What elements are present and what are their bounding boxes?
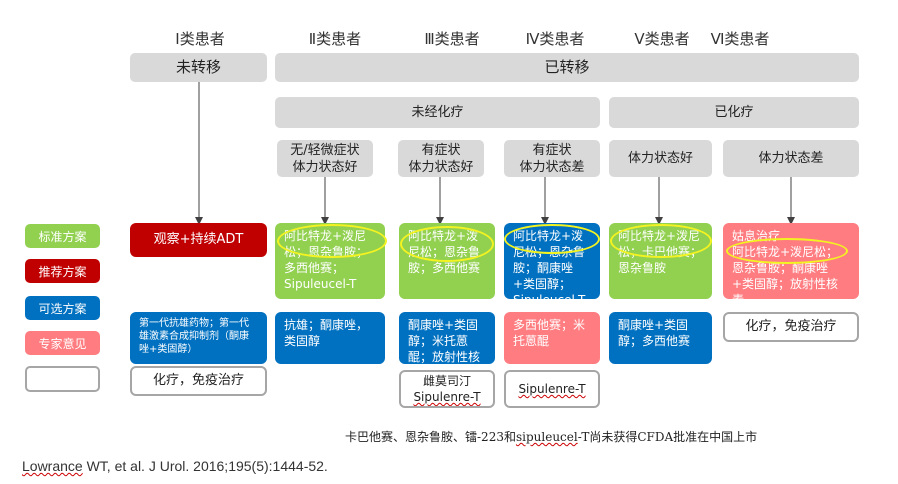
- treatment-observe-adt: 观察+持续ADT: [130, 223, 267, 257]
- highlight-ellipse: [400, 226, 494, 262]
- node-asymptomatic-good: 无/轻微症状 体力状态好: [277, 140, 373, 177]
- not-recommended-class3: 雌莫司汀 Sipulenre-T: [399, 370, 495, 408]
- note-suffix: -T尚未获得CFDA批准在中国上市: [577, 430, 758, 444]
- not-recommended-class6: 化疗，免疫治疗: [723, 312, 859, 342]
- legend-not-recommended: 不推荐: [25, 366, 100, 392]
- node-line: 有症状: [532, 142, 572, 158]
- node-chemo-good: 体力状态好: [609, 140, 712, 177]
- node-no-chemo: 未经化疗: [275, 97, 600, 128]
- treatment-class4-expert: 多西他赛；米托蒽醌: [504, 312, 600, 364]
- highlight-ellipse: [277, 224, 387, 258]
- header-class-2: Ⅱ类患者: [308, 30, 362, 48]
- treatment-class3-optional: 酮康唑+类固醇；米托蒽醌；放射性核素: [399, 312, 495, 364]
- node-symptomatic-poor: 有症状 体力状态差: [504, 140, 600, 177]
- node-chemo: 已化疗: [609, 97, 859, 128]
- legend-expert: 专家意见: [25, 331, 100, 355]
- node-line: 体力状态好: [292, 159, 358, 175]
- note-prefix: 卡巴他赛、恩杂鲁胺、镭-223和: [345, 430, 516, 444]
- header-class-3: Ⅲ类患者: [424, 30, 480, 48]
- node-line: 体力状态差: [519, 159, 585, 175]
- legend-recommended: 推荐方案: [25, 259, 100, 283]
- drug-line: 雌莫司汀: [422, 374, 471, 388]
- note-underlined: sipuleucel: [515, 430, 578, 444]
- node-symptomatic-good: 有症状 体力状态好: [398, 140, 484, 177]
- treatment-class2-optional: 抗雄；酮康唑，类固醇: [275, 312, 385, 364]
- treatment-class1-optional: 第一代抗雄药物；第一代雄激素合成抑制剂（酮康唑+类固醇）: [130, 312, 267, 364]
- header-class-5: Ⅴ类患者: [634, 30, 690, 48]
- legend-standard: 标准方案: [25, 224, 100, 248]
- highlight-ellipse: [610, 224, 712, 258]
- citation: Lowrance WT, et al. J Urol. 2016;195(5):…: [22, 458, 328, 474]
- citation-author: Lowrance: [22, 458, 83, 474]
- not-recommended-class1: 化疗，免疫治疗: [130, 366, 267, 396]
- node-line: 有症状: [421, 142, 461, 158]
- node-metastatic: 已转移: [275, 53, 859, 82]
- approval-note: 卡巴他赛、恩杂鲁胺、镭-223和sipuleucel-T尚未获得CFDA批准在中…: [345, 428, 757, 445]
- legend-optional: 可选方案: [25, 296, 100, 320]
- not-recommended-class4: Sipulenre-T: [504, 370, 600, 408]
- drug-line: Sipulenre-T: [518, 382, 586, 396]
- node-non-metastatic: 未转移: [130, 53, 267, 82]
- node-line: 体力状态好: [408, 159, 474, 175]
- highlight-ellipse: [726, 238, 848, 264]
- highlight-ellipse: [504, 224, 600, 254]
- node-line: 无/轻微症状: [290, 142, 360, 158]
- node-chemo-poor: 体力状态差: [723, 140, 859, 177]
- header-class-6: Ⅵ类患者: [710, 30, 770, 48]
- treatment-class5-optional: 酮康唑+类固醇；多西他赛: [609, 312, 712, 364]
- citation-rest: WT, et al. J Urol. 2016;195(5):1444-52.: [82, 458, 328, 474]
- header-class-1: Ⅰ类患者: [175, 30, 225, 48]
- drug-line: Sipulenre-T: [413, 390, 481, 404]
- header-class-4: Ⅳ类患者: [525, 30, 585, 48]
